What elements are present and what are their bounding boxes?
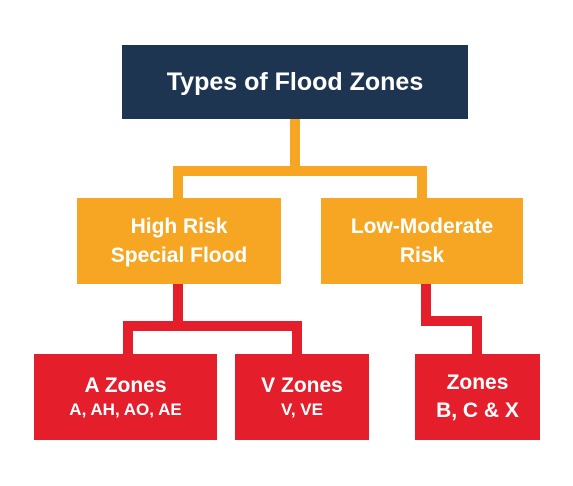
root-node: Types of Flood Zones bbox=[122, 45, 468, 119]
high-risk-line2: Special Flood bbox=[110, 244, 248, 267]
low-risk-line2: Risk bbox=[399, 244, 445, 267]
low-risk-node: Low-Moderate Risk bbox=[321, 198, 523, 284]
v-zones-title: V Zones bbox=[261, 374, 343, 397]
v-zones-subtitle: V, VE bbox=[281, 400, 323, 419]
high-risk-node: High Risk Special Flood bbox=[77, 198, 281, 284]
v-zones-node: V Zones V, VE bbox=[235, 354, 369, 440]
root-title: Types of Flood Zones bbox=[166, 67, 424, 96]
a-zones-title: A Zones bbox=[84, 374, 167, 397]
a-zones-node: A Zones A, AH, AO, AE bbox=[34, 354, 217, 440]
bcx-zones-subtitle: B, C & X bbox=[436, 399, 519, 422]
high-risk-line1: High Risk bbox=[130, 215, 228, 238]
bcx-zones-title: Zones bbox=[446, 371, 509, 394]
bcx-zones-node: Zones B, C & X bbox=[415, 354, 540, 440]
a-zones-subtitle: A, AH, AO, AE bbox=[69, 400, 182, 419]
low-risk-line1: Low-Moderate bbox=[350, 215, 494, 238]
connector-root-to-mid-right bbox=[295, 166, 427, 198]
connector-high-risk-to-leaves bbox=[123, 284, 183, 354]
connector-root-to-mid bbox=[173, 119, 300, 198]
connector-low-risk-to-bcx bbox=[421, 284, 482, 354]
connector-high-risk-to-v bbox=[178, 321, 302, 354]
